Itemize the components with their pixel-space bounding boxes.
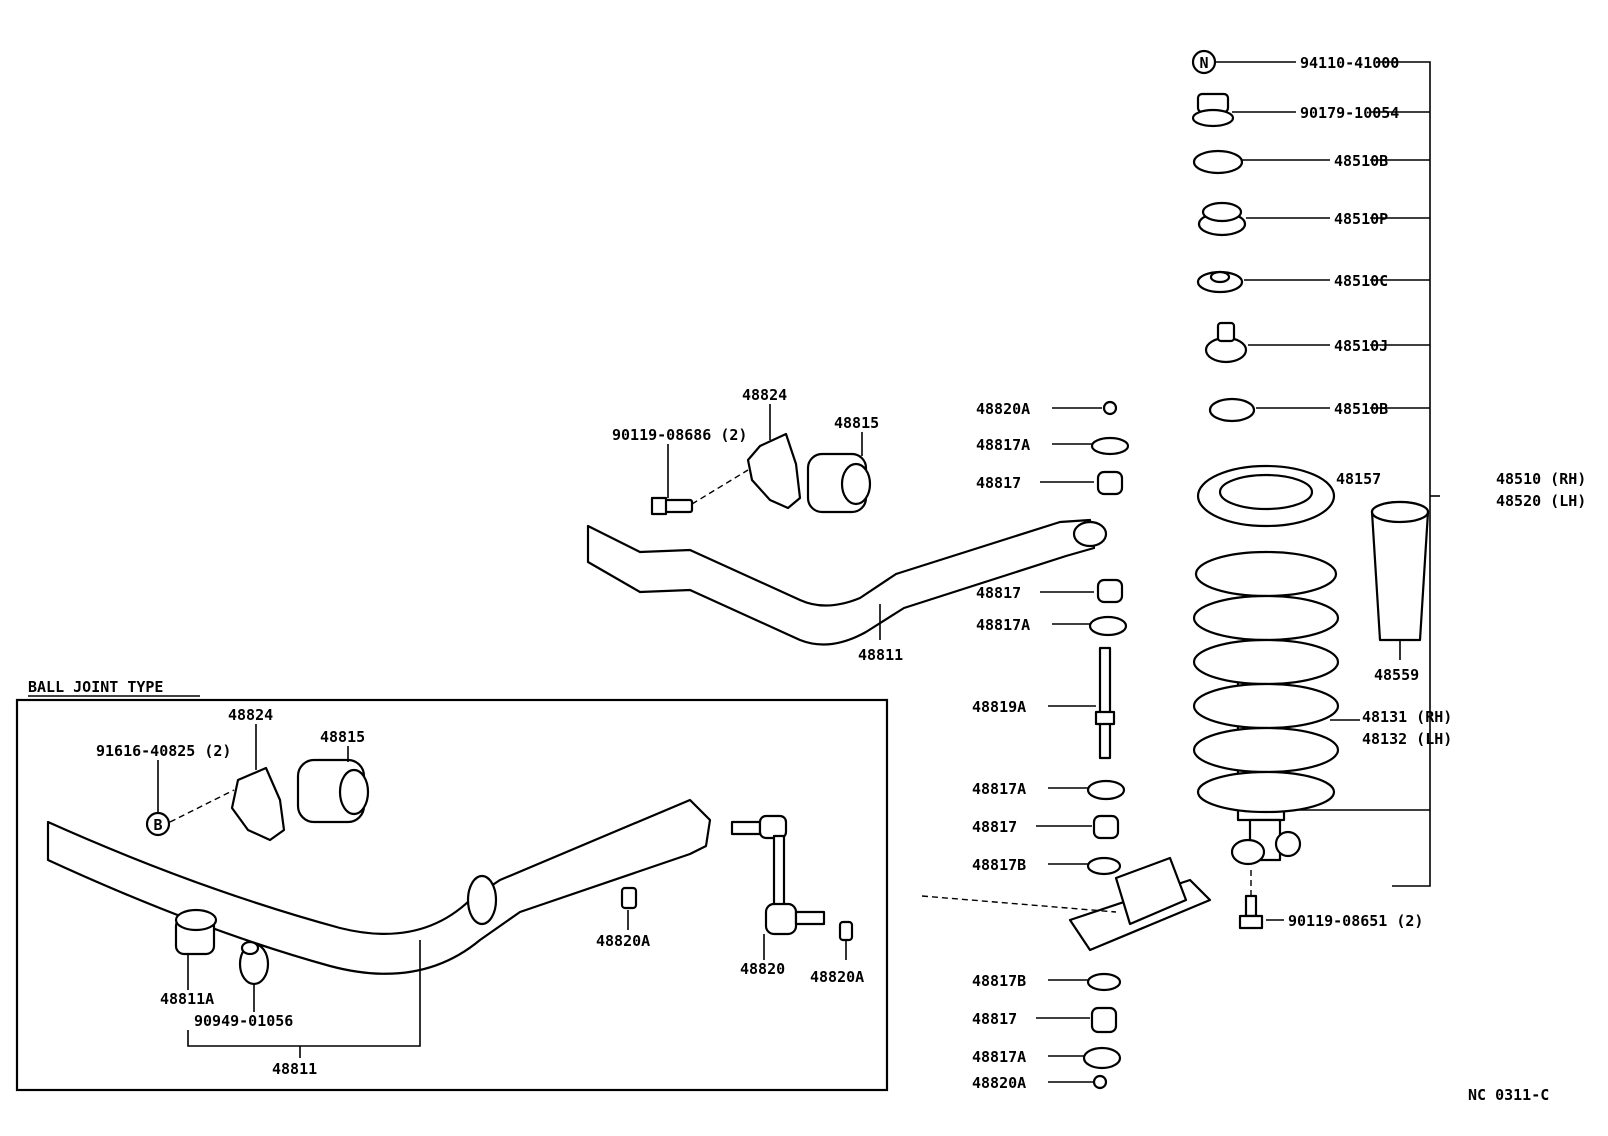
coil-spring-icon [1192,550,1340,866]
nut-icon [1102,400,1118,416]
n-marker: N [1199,54,1208,72]
inset-frame [15,698,889,1092]
bracket-icon [230,766,286,842]
retainer-icon [1196,270,1244,294]
label-48817-2: 48817 [976,584,1021,602]
cushion-icon [1092,814,1120,840]
label-90119-08651: 90119-08651 (2) [1288,912,1423,930]
clamp-icon [238,940,270,986]
label-48817-1: 48817 [976,474,1021,492]
b-marker: B [153,816,162,834]
strut-bracket-line [1376,61,1431,887]
stabilizer-bar-icon [586,518,1096,646]
label-48131-rh: 48131 (RH) [1362,708,1452,726]
cushion-icon [1096,578,1124,604]
label-48817a-1: 48817A [976,436,1030,454]
label-48820a-inset1: 48820A [596,932,650,950]
spring-insulator-icon [1196,464,1336,528]
label-48811a: 48811A [160,990,214,1008]
label-48815-inset: 48815 [320,728,365,746]
n-marker-circle [1191,49,1217,75]
stabilizer-bar-top-group: 48811 48824 48815 90119-08686 (2) [586,386,1108,664]
label-94110-41000: 94110-41000 [1300,54,1399,72]
label-48510b-top: 48510B [1334,152,1388,170]
label-48824-top: 48824 [742,386,787,404]
link-rod-icon [1094,646,1116,760]
bump-boot-icon [1370,500,1430,642]
label-91616-40825: 91616-40825 (2) [96,742,231,760]
label-48510b-mid: 48510B [1334,400,1388,418]
label-90179-10054: 90179-10054 [1300,104,1399,122]
nut-icon [1191,92,1235,128]
label-48817a-3: 48817A [972,780,1026,798]
label-48510c: 48510C [1334,272,1388,290]
nut-icon [1092,1074,1108,1090]
bushing-icon [806,452,872,514]
label-48819a: 48819A [972,698,1026,716]
label-48817a-2: 48817A [976,616,1030,634]
label-48811-top: 48811 [858,646,903,664]
spacer-icon [1204,321,1248,364]
cushion-retainer-icon [1088,615,1128,637]
label-48820a-inset2: 48820A [810,968,864,986]
lower-arm-bracket-icon [1068,856,1212,952]
label-48817b-2: 48817B [972,972,1026,990]
bracket-icon [746,432,802,510]
bracket-line [187,940,421,1047]
label-48559: 48559 [1374,666,1419,684]
bushing-icon [296,758,370,824]
label-48824-inset: 48824 [228,706,273,724]
bushing-icon [174,908,218,956]
reference-code: NC 0311-C [1468,1086,1549,1104]
label-48817b-1: 48817B [972,856,1026,874]
label-48510p: 48510P [1334,210,1388,228]
label-48817-4: 48817 [972,1010,1017,1028]
link-stack-group: 48820A 48817A 48817 48817 48817A 48819A … [921,400,1212,1092]
washer-icon [1192,149,1244,175]
ball-joint-link-icon [730,814,826,936]
nut-icon [838,920,854,942]
cushion-icon [1096,470,1124,496]
cushion-retainer-icon [1086,856,1122,876]
label-48520-lh: 48520 (LH) [1496,492,1586,510]
label-48817-3: 48817 [972,818,1017,836]
strut-assembly-group: N 94110-41000 90179-10054 48510B 48510P … [1191,49,1586,930]
label-48820a-1: 48820A [976,400,1030,418]
stabilizer-bar-icon [46,798,712,975]
ball-joint-inset: BALL JOINT TYPE 48824 48815 B 91616-4082… [15,678,889,1092]
label-48811-inset: 48811 [272,1060,317,1078]
nut-icon [620,886,638,910]
label-48510j: 48510J [1334,337,1388,355]
cushion-retainer-icon [1086,779,1126,801]
label-90119-08686: 90119-08686 (2) [612,426,747,444]
bushing-icon [1197,201,1247,237]
label-48817a-4: 48817A [972,1048,1026,1066]
cushion-icon [1090,1006,1118,1034]
label-48157: 48157 [1336,470,1381,488]
label-48820a-2: 48820A [972,1074,1026,1092]
bolt-icon [1238,894,1264,930]
b-marker-circle [145,811,171,837]
label-48132-lh: 48132 (LH) [1362,730,1452,748]
washer-icon [1208,397,1256,423]
cushion-retainer-icon [1082,1046,1122,1070]
label-48815-top: 48815 [834,414,879,432]
cushion-retainer-icon [1086,972,1122,992]
inset-title: BALL JOINT TYPE [28,678,163,696]
cushion-retainer-icon [1090,436,1130,456]
bolt-icon [650,496,694,516]
label-48510-rh: 48510 (RH) [1496,470,1586,488]
label-90949-01056: 90949-01056 [194,1012,293,1030]
label-48820: 48820 [740,960,785,978]
